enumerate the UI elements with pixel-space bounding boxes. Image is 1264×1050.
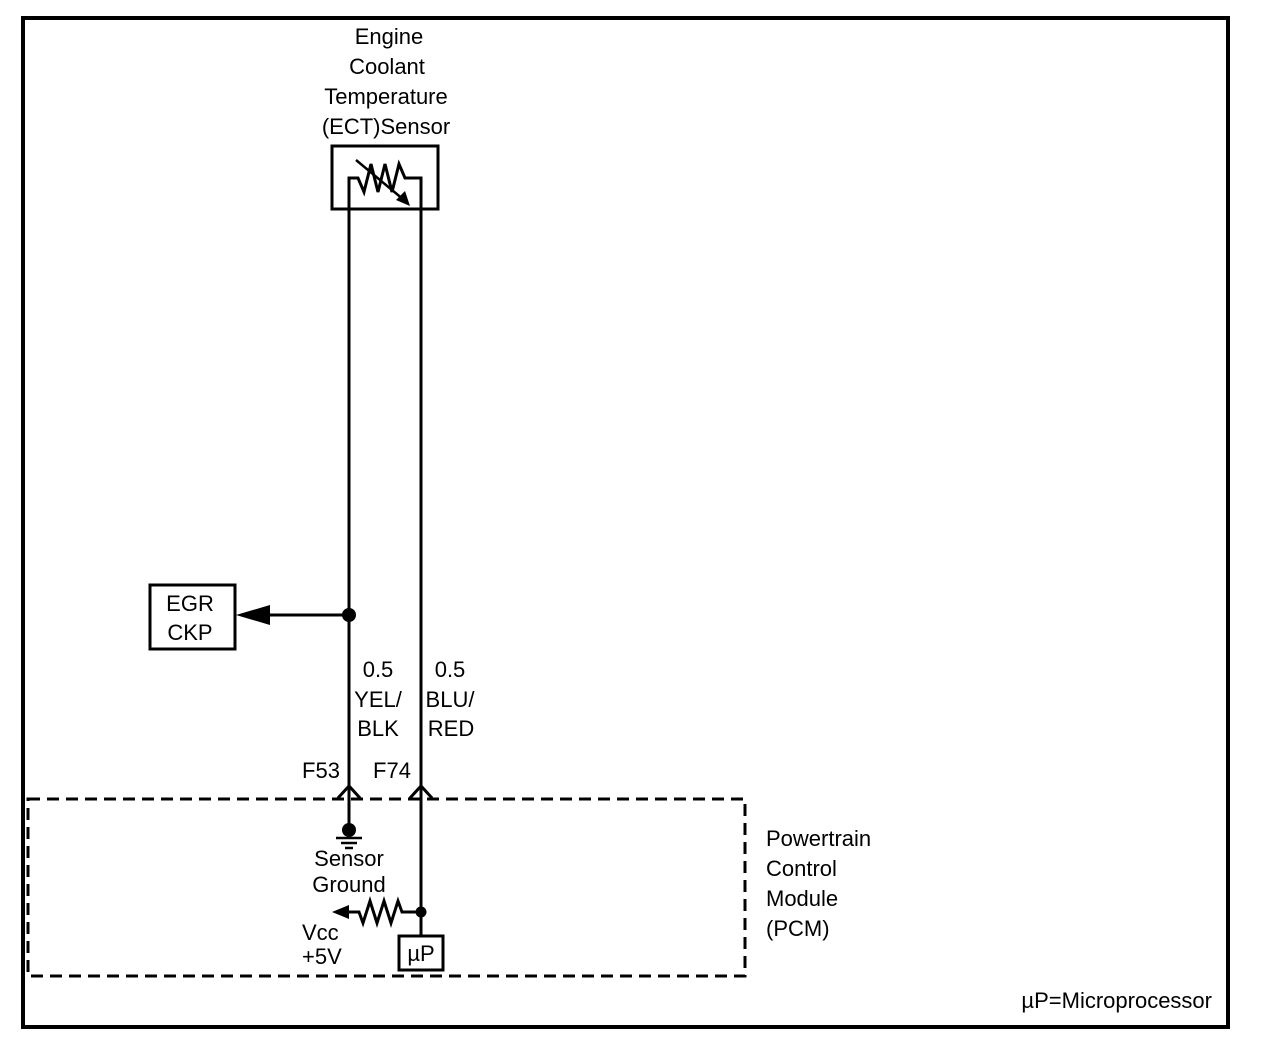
thermistor-arrow-head-icon: [396, 191, 410, 206]
pcm-label: Powertrain Control Module (PCM): [766, 826, 871, 941]
egr-label: EGR: [166, 591, 214, 616]
ect-sensor-box: [330, 144, 440, 211]
pcm-label-line-4: (PCM): [766, 916, 830, 941]
sensor-label-line-1: Engine: [355, 24, 424, 49]
sensor-label-line-3: Temperature: [324, 84, 448, 109]
sensor-ground-line-1: Sensor: [314, 846, 384, 871]
wire-label-yel-blk: 0.5 YEL/ BLK: [354, 657, 403, 741]
wire-color-2b: RED: [428, 716, 474, 741]
thermistor-arrow-shaft: [355, 159, 405, 201]
microprocessor-box: [397, 934, 445, 972]
ground-dot: [342, 823, 356, 837]
vcc-arrow-icon: [332, 905, 349, 919]
pcm-label-line-2: Control: [766, 856, 837, 881]
sensor-label-line-2: Coolant: [349, 54, 425, 79]
pin-f53-label: F53: [302, 758, 340, 783]
thermistor-symbol: [347, 159, 423, 209]
wire-color-1b: BLK: [357, 716, 399, 741]
pcm-label-line-1: Powertrain: [766, 826, 871, 851]
vcc-label-line-2: +5V: [302, 944, 342, 969]
vcc-label-line-1: Vcc: [302, 920, 339, 945]
egr-arrow-icon: [236, 605, 270, 625]
microprocessor-label: µP: [407, 941, 434, 966]
sensor-label-line-4: (ECT)Sensor: [322, 114, 450, 139]
wire-size-2: 0.5: [435, 657, 466, 682]
footnote: µP=Microprocessor: [1021, 988, 1212, 1013]
wire-label-blu-red: 0.5 BLU/ RED: [426, 657, 476, 741]
wire-size-1: 0.5: [363, 657, 394, 682]
egr-ckp-label: EGR CKP: [166, 591, 214, 645]
wire-color-2a: BLU/: [426, 687, 476, 712]
ect-sensor: [330, 144, 440, 211]
sensor-ground-label: Sensor Ground: [312, 846, 385, 897]
pcm-boundary: [26, 797, 747, 978]
ground-icon: [336, 836, 362, 850]
ect-sensor-label: Engine Coolant Temperature (ECT)Sensor: [322, 24, 450, 139]
pcm-label-line-3: Module: [766, 886, 838, 911]
ckp-label: CKP: [167, 620, 212, 645]
vcc-label: Vcc +5V: [302, 920, 342, 969]
egr-ckp-box: [148, 583, 237, 651]
pin-f74-label: F74: [373, 758, 411, 783]
sensor-ground-line-2: Ground: [312, 872, 385, 897]
outer-frame: [21, 16, 1230, 1029]
wire-color-1a: YEL/: [354, 687, 403, 712]
pullup-resistor: [346, 896, 421, 928]
